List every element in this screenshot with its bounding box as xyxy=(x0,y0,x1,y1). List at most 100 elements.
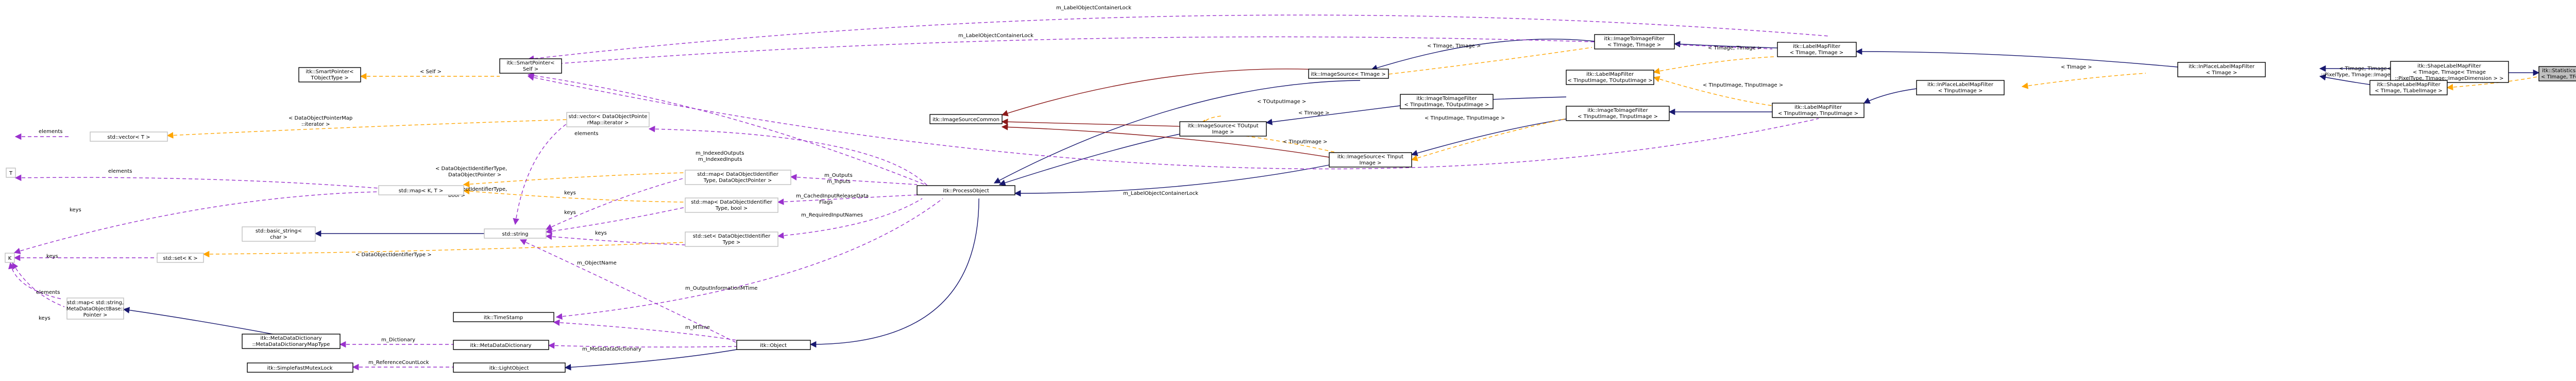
node-image-source-toutput[interactable]: itk::ImageSource< TOutput Image > xyxy=(1179,121,1267,137)
svg-text:itk::ImageSourceCommon: itk::ImageSourceCommon xyxy=(933,117,999,123)
label-tinputimage: < TInputImage > xyxy=(1283,139,1327,145)
node-image-to-image-filter-toutput[interactable]: itk::ImageToImageFilter < TInputImage, T… xyxy=(1400,94,1494,109)
label-keys-4: keys xyxy=(564,210,576,216)
label-lock-bottom: m_LabelObjectContainerLock xyxy=(1123,191,1198,196)
node-image-source-common[interactable]: itk::ImageSourceCommon xyxy=(929,114,1003,124)
edge-tpl-labelmap xyxy=(1653,56,1775,75)
edge-inplace-to-shapelabelt xyxy=(2319,74,2370,85)
label-outputs-2: m_Inputs xyxy=(827,179,851,185)
edge-use-keys-mapdoibool xyxy=(545,207,686,235)
edge-use-keys-setdoi xyxy=(545,233,686,245)
node-template-k[interactable]: K xyxy=(5,253,15,263)
edge-labelmap-to-inplace xyxy=(1855,48,2178,68)
svg-text:itk::SmartPointer<: itk::SmartPointer< xyxy=(507,60,555,66)
svg-text:< TInputImage >: < TInputImage > xyxy=(1938,88,1982,94)
svg-text:itk::ProcessObject: itk::ProcessObject xyxy=(943,188,989,194)
node-meta-data-dictionary-map-type[interactable]: itk::MetaDataDictionary ::MetaDataDictio… xyxy=(242,334,341,349)
svg-text:rMap::iterator >: rMap::iterator > xyxy=(587,120,629,126)
svg-text:std::set< K >: std::set< K > xyxy=(163,256,197,261)
label-keys-2: keys xyxy=(46,254,58,259)
edge-imgsrccommon-to-imgsrct xyxy=(1001,69,1361,117)
edge-use-elements-vectordop xyxy=(513,123,567,225)
node-image-source-timage[interactable]: itk::ImageSource< TImage > xyxy=(1308,69,1389,79)
node-light-object[interactable]: itk::LightObject xyxy=(453,362,566,373)
edge-use-metadatadictionary xyxy=(548,342,737,349)
node-smart-pointer-self[interactable]: itk::SmartPointer< Self > xyxy=(499,58,562,74)
svg-text:std::vector< T >: std::vector< T > xyxy=(107,135,150,140)
edge-tpl-setdoi xyxy=(202,242,686,258)
svg-text:itk::StatisticsLabelMapFilter: itk::StatisticsLabelMapFilter xyxy=(2542,68,2576,74)
node-std-set-data-object-identifier[interactable]: std::set< DataObjectIdentifier Type > xyxy=(685,231,778,247)
node-image-to-image-filter-tinput[interactable]: itk::ImageToImageFilter < TInputImage, T… xyxy=(1566,106,1670,121)
node-label-map-filter-toutput[interactable]: itk::LabelMapFilter < TInputImage, TOutp… xyxy=(1566,70,1654,85)
node-image-source-tinput[interactable]: itk::ImageSource< TInput Image > xyxy=(1329,152,1412,168)
label-cached-1: m_CachedInputReleaseData xyxy=(796,193,869,199)
node-image-to-image-filter-timage[interactable]: itk::ImageToImageFilter < TImage, TImage… xyxy=(1594,34,1675,49)
node-std-vector-data-object-pointer-map[interactable]: std::vector< DataObjectPointe rMap::iter… xyxy=(566,112,650,127)
svg-text:itk::SimpleFastMutexLock: itk::SimpleFastMutexLock xyxy=(267,366,332,371)
svg-text:Image >: Image > xyxy=(1360,160,1382,166)
label-lock-mid: m_LabelObjectContainerLock xyxy=(958,33,1033,39)
node-shape-label-map-filter-tlabel[interactable]: itk::ShapeLabelMapFilter < TImage, TLabe… xyxy=(2369,80,2448,95)
svg-text:itk::TimeStamp: itk::TimeStamp xyxy=(484,315,523,321)
label-elements-1: elements xyxy=(39,129,62,135)
label-self: < Self > xyxy=(420,69,442,75)
node-std-string[interactable]: std::string xyxy=(484,228,547,239)
node-simple-fast-mutex-lock[interactable]: itk::SimpleFastMutexLock xyxy=(247,362,353,373)
svg-text:std::map< DataObjectIdentifier: std::map< DataObjectIdentifier xyxy=(691,200,772,205)
node-std-map-k-t[interactable]: std::map< K, T > xyxy=(378,185,464,195)
label-map-doibool-1: < DataObjectIdentifierType, xyxy=(435,187,507,192)
svg-text:::MetaDataDictionaryMapType: ::MetaDataDictionaryMapType xyxy=(252,342,330,347)
edge-use-elements-mapkt xyxy=(14,174,379,189)
edge-imgsrct-to-imgtoimgtt xyxy=(1370,39,1595,71)
node-inplace-label-map-filter-tinput[interactable]: itk::InPlaceLabelMapFilter < TInputImage… xyxy=(1916,80,2005,95)
svg-text:itk::ImageToImageFilter: itk::ImageToImageFilter xyxy=(1604,36,1665,42)
svg-text:itk::MetaDataDictionary: itk::MetaDataDictionary xyxy=(260,336,321,341)
edge-use-objectname xyxy=(519,239,737,343)
svg-text:TObjectType >: TObjectType > xyxy=(310,75,348,81)
node-smart-pointer-tobjecttype[interactable]: itk::SmartPointer< TObjectType > xyxy=(298,67,361,82)
edge-use-keys-mapkt xyxy=(13,191,379,254)
svg-text:< TImage, TFeatureImage >: < TImage, TFeatureImage > xyxy=(2541,74,2576,80)
svg-text:< TImage >: < TImage > xyxy=(2206,70,2238,76)
label-map-doi-2: DataObjectPointer > xyxy=(448,172,501,178)
label-mtime: m_MTime xyxy=(685,325,710,330)
node-std-map-string-pointer[interactable]: std::map< std::string, MetaDataObjectBas… xyxy=(66,297,124,320)
svg-text:itk::MetaDataDictionary: itk::MetaDataDictionary xyxy=(470,343,531,349)
node-label-map-filter-tinput[interactable]: itk::LabelMapFilter < TInputImage, TInpu… xyxy=(1772,103,1865,118)
svg-text:< TImage, TImage >: < TImage, TImage > xyxy=(1607,42,1661,48)
node-template-t[interactable]: T xyxy=(6,168,16,178)
node-process-object[interactable]: itk::ProcessObject xyxy=(917,185,1015,195)
svg-text:MetaDataObjectBase::: MetaDataObjectBase:: xyxy=(66,306,124,312)
edge-use-outputinfo xyxy=(555,198,943,320)
svg-text:itk::InPlaceLabelMapFilter: itk::InPlaceLabelMapFilter xyxy=(1927,82,1994,88)
node-std-basic-string-char[interactable]: std::basic_string< char > xyxy=(242,226,316,242)
node-std-map-data-object-identifier-bool[interactable]: std::map< DataObjectIdentifier Type, boo… xyxy=(685,197,778,213)
svg-text:Image >: Image > xyxy=(1212,129,1234,135)
node-inplace-label-map-filter[interactable]: itk::InPlaceLabelMapFilter < TImage > xyxy=(2177,62,2266,77)
node-object[interactable]: itk::Object xyxy=(736,340,811,350)
node-label-map-filter[interactable]: itk::LabelMapFilter < TImage, TImage > xyxy=(1777,42,1857,57)
edge-metadictptr-to-mapstrptr xyxy=(123,307,279,336)
node-std-map-data-object-identifier[interactable]: std::map< DataObjectIdentifier Type, Dat… xyxy=(685,170,791,185)
node-time-stamp[interactable]: itk::TimeStamp xyxy=(453,312,554,322)
edge-imgsrcin-to-imgtoimgti xyxy=(1411,115,1592,156)
edge-processobject-to-imgsrct xyxy=(993,80,1361,184)
svg-text:< TImage, TLabelImage >: < TImage, TLabelImage > xyxy=(2375,88,2442,94)
label-outputinfo: m_OutputInformationMTime xyxy=(685,286,757,291)
node-shape-label-map-filter[interactable]: itk::ShapeLabelMapFilter < TImage, TImag… xyxy=(2390,61,2509,83)
edge-tpl-mapdoi xyxy=(463,172,686,188)
label-elements-3: elements xyxy=(36,290,60,295)
node-statistics-label-map-filter[interactable]: itk::StatisticsLabelMapFilter < TImage, … xyxy=(2538,66,2576,81)
edge-labelmapt-to-inplacet xyxy=(1863,88,1917,104)
label-required: m_RequiredInputNames xyxy=(801,212,863,218)
label-keys-6: keys xyxy=(39,316,50,321)
node-std-vector-t[interactable]: std::vector< T > xyxy=(90,131,168,142)
label-vector-dop-2: ::iterator > xyxy=(301,122,330,127)
node-std-set-k[interactable]: std::set< K > xyxy=(157,253,204,263)
label-outputs-1: m_Outputs xyxy=(824,173,853,178)
edges xyxy=(8,14,2540,371)
edge-tpl-mapdoibool xyxy=(463,188,686,203)
node-meta-data-dictionary[interactable]: itk::MetaDataDictionary xyxy=(453,340,549,350)
